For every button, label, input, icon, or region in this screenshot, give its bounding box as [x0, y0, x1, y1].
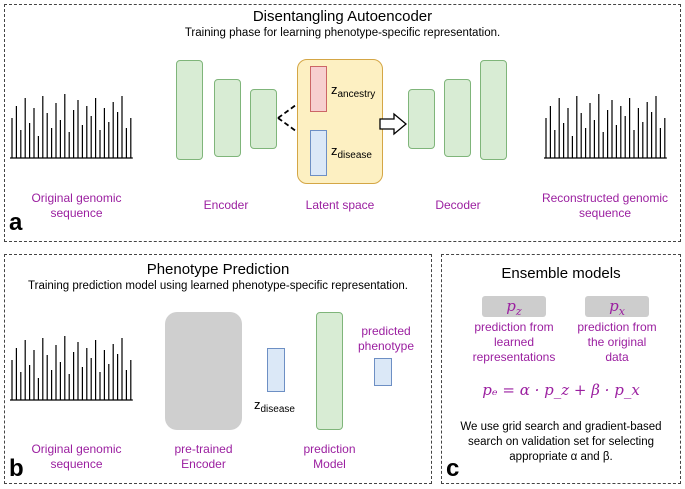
decoder-layer-2 — [444, 79, 471, 157]
prediction-model-block — [316, 312, 343, 430]
latent-space-label: Latent space — [305, 198, 375, 212]
z-disease-block-b — [267, 348, 285, 392]
encoder-layer-3 — [250, 89, 277, 149]
panel-b-letter: b — [9, 455, 24, 482]
decoder-label: Decoder — [435, 198, 481, 212]
panel-a-letter: a — [9, 209, 23, 236]
panel-b-subtitle: Training prediction model using learned … — [28, 280, 408, 292]
ensemble-formula: pₑ = α · p_z + β · p_x — [482, 381, 640, 399]
input-sequence-b — [10, 336, 133, 401]
encoder-layer-2 — [214, 79, 241, 157]
encoder-layer-1 — [176, 60, 203, 160]
panel-a-subtitle: Training phase for learning phenotype-sp… — [184, 27, 501, 39]
pz-symbol: pz — [506, 297, 522, 318]
arrow-icon — [379, 112, 408, 136]
panel-a-disentangling-autoencoder — [4, 4, 681, 242]
z-disease-block — [310, 130, 327, 176]
input-sequence-a — [10, 94, 133, 159]
decoder-layer-1 — [408, 89, 435, 149]
pretrained-encoder-block — [165, 312, 242, 430]
encoder-label: Encoder — [203, 198, 249, 212]
z-disease-label: zdisease — [331, 143, 372, 161]
panel-b-phenotype-prediction — [4, 254, 432, 484]
z-ancestry-block — [310, 66, 327, 112]
px-symbol: px — [609, 297, 625, 318]
panel-b-title: Phenotype Prediction — [146, 261, 290, 278]
px-badge — [585, 296, 649, 317]
z-ancestry-label: zancestry — [331, 82, 376, 100]
panel-c-letter: c — [446, 455, 460, 482]
decoder-layer-3 — [480, 60, 507, 160]
reconstructed-sequence-a — [544, 94, 667, 159]
panel-c-ensemble-models — [441, 254, 681, 484]
pz-badge — [482, 296, 546, 317]
z-disease-label-b: zdisease — [254, 397, 295, 415]
panel-a-title: Disentangling Autoencoder — [252, 8, 433, 25]
panel-c-title: Ensemble models — [501, 265, 621, 282]
predicted-phenotype-block — [374, 358, 392, 386]
